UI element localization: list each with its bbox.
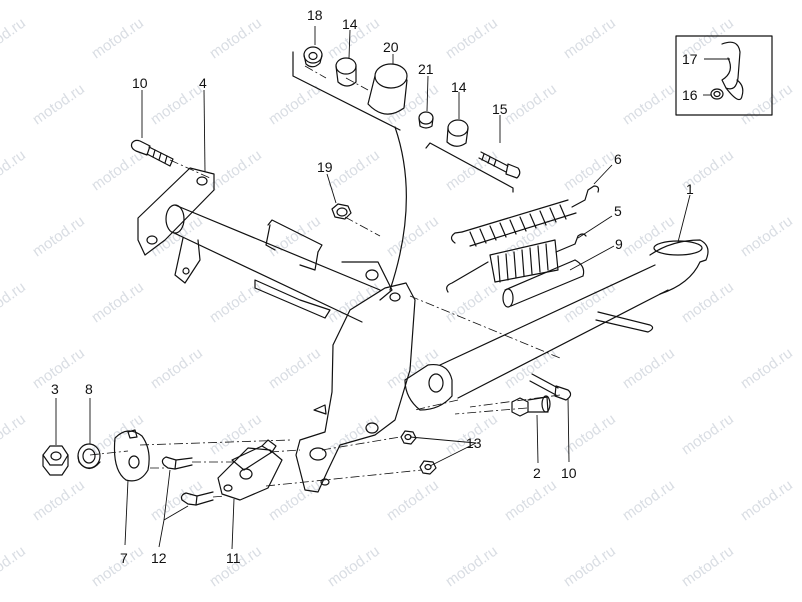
part-4-center-stand-frame — [137, 167, 416, 493]
part-14-bushing-b — [446, 119, 469, 147]
part-7-cover — [113, 429, 150, 482]
callout-3: 3 — [51, 381, 59, 397]
callout-4: 4 — [199, 75, 207, 91]
part-21-washer — [418, 111, 434, 129]
inset-box-17-16 — [675, 35, 773, 116]
callout-8: 8 — [85, 381, 93, 397]
part-15-bolt — [478, 151, 521, 179]
part-3-nut — [42, 445, 69, 476]
callout-21: 21 — [418, 61, 434, 77]
callout-9: 9 — [615, 236, 623, 252]
callout-10: 10 — [132, 75, 148, 91]
part-10-bolt-b — [529, 373, 572, 401]
callout-10: 10 — [561, 465, 577, 481]
callout-14: 14 — [342, 16, 358, 32]
callout-12: 12 — [151, 550, 167, 566]
callout-17: 17 — [682, 51, 698, 67]
callout-2: 2 — [533, 465, 541, 481]
part-12-screw-b — [180, 491, 214, 506]
part-18-washer — [303, 46, 323, 68]
callout-16: 16 — [682, 87, 698, 103]
callout-11: 11 — [226, 550, 241, 566]
callout-15: 15 — [492, 101, 508, 117]
part-9-sleeve — [502, 259, 585, 308]
callout-19: 19 — [317, 159, 333, 175]
part-1-side-stand — [404, 239, 709, 411]
part-13-nut-b — [419, 460, 437, 475]
callout-14: 14 — [451, 79, 467, 95]
callout-20: 20 — [383, 39, 399, 55]
part-5-spring — [446, 233, 587, 293]
part-8-washer — [77, 443, 101, 470]
callout-5: 5 — [614, 203, 622, 219]
part-14-bushing-a — [335, 57, 357, 87]
part-20-bush — [367, 63, 408, 115]
part-19-nut — [331, 203, 352, 220]
callout-1: 1 — [686, 181, 694, 197]
part-6-spring — [450, 185, 600, 247]
callout-6: 6 — [614, 151, 622, 167]
callout-13: 13 — [466, 435, 482, 451]
part-2-bolt — [511, 395, 551, 417]
part-12-screw-a — [161, 456, 193, 470]
part-10-bolt-a — [130, 139, 174, 167]
callout-18: 18 — [307, 7, 323, 23]
callout-7: 7 — [120, 550, 128, 566]
part-11-switch — [217, 439, 283, 501]
